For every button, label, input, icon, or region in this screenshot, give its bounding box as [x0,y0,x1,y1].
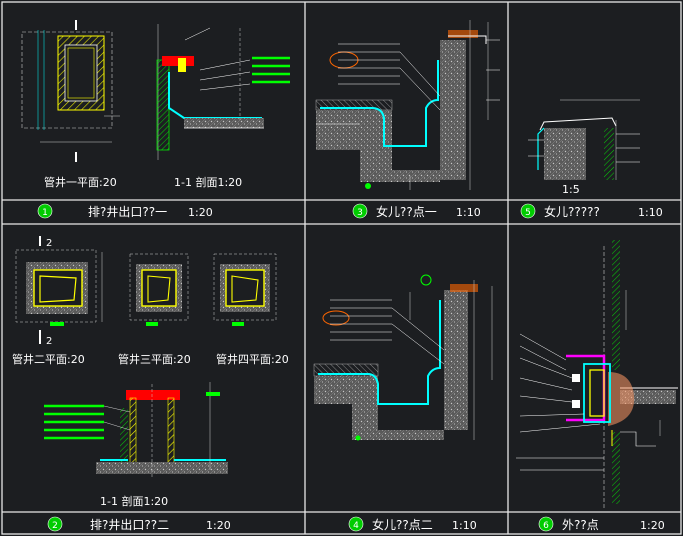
panel-5-caption: 5 女儿????? 1:10 [520,203,663,219]
detail-badge-5-number: 5 [525,208,531,218]
panel-4-drawing [313,274,493,441]
panel-3-scale: 1:10 [456,206,481,219]
detail-badge-2 [47,516,63,532]
shaft-section-2-title: 1-1 剖面1:20 [100,494,168,508]
panel-2-scale: 1:20 [206,519,231,532]
svg-text:2: 2 [46,238,52,249]
panel-5-scale: 1:10 [638,206,663,219]
detail-badge-1 [37,203,53,219]
panel-3-drawing [315,20,500,190]
shaft-plan-1-title: 管井一平面:20 [44,175,117,189]
shaft-plan-4-title: 管井四平面:20 [216,352,289,366]
shaft-plan-4 [213,253,277,326]
panel-6-scale: 1:20 [640,519,665,532]
shaft-plan-3-title: 管井三平面:20 [118,352,191,366]
detail-badge-3-number: 3 [357,208,363,218]
section-mark-top: 2 [39,236,52,249]
detail-badge-4-number: 4 [353,521,359,531]
panel-6-caption-text: 外??点 [562,518,599,532]
panel-5-detail-scale: 1:5 [562,183,580,196]
shaft-section-1 [156,24,290,160]
detail-badge-5 [520,203,536,219]
shaft-plan-3 [129,253,189,326]
detail-badge-6 [538,516,554,532]
detail-badge-6-number: 6 [543,521,549,531]
panel-4-caption-text: 女儿??点二 [372,517,433,532]
shaft-plan-2: 2 [15,249,103,347]
panel-2-drawing: 2 2 管井二平面:20 管井三平面:20 管井四平 [12,236,289,508]
shaft-section-1-title: 1-1 剖面1:20 [174,175,242,189]
detail-badge-1-number: 1 [42,208,48,218]
panel-1-caption: 1 排?井出口??一 1:20 [37,203,213,219]
panel-3-caption-text: 女儿??点一 [376,204,437,219]
panel-2-caption: 2 排?井出口??二 1:20 [47,516,231,532]
detail-badge-2-number: 2 [52,521,58,531]
panel-2-caption-text: 排?井出口??二 [90,518,169,532]
panel-5-drawing [528,99,640,180]
shaft-plan-1 [21,20,120,162]
panel-3-caption: 3 女儿??点一 1:10 [352,203,481,219]
panel-1-caption-text: 排?井出口??一 [88,205,167,219]
panel-5-caption-text: 女儿????? [544,204,600,219]
shaft-section-2 [44,382,228,478]
detail-badge-3 [352,203,368,219]
panel-6-caption: 6 外??点 1:20 [538,516,665,532]
panel-4-scale: 1:10 [452,519,477,532]
panel-1-scale: 1:20 [188,206,213,219]
panel-4-caption: 4 女儿??点二 1:10 [348,516,477,532]
svg-text:2: 2 [46,336,52,347]
panel-1-drawing: 管井一平面:20 1-1 剖面1:20 [21,20,290,189]
shaft-plan-2-title: 管井二平面:20 [12,352,85,366]
panel-6-drawing [516,240,678,508]
detail-badge-4 [348,516,364,532]
